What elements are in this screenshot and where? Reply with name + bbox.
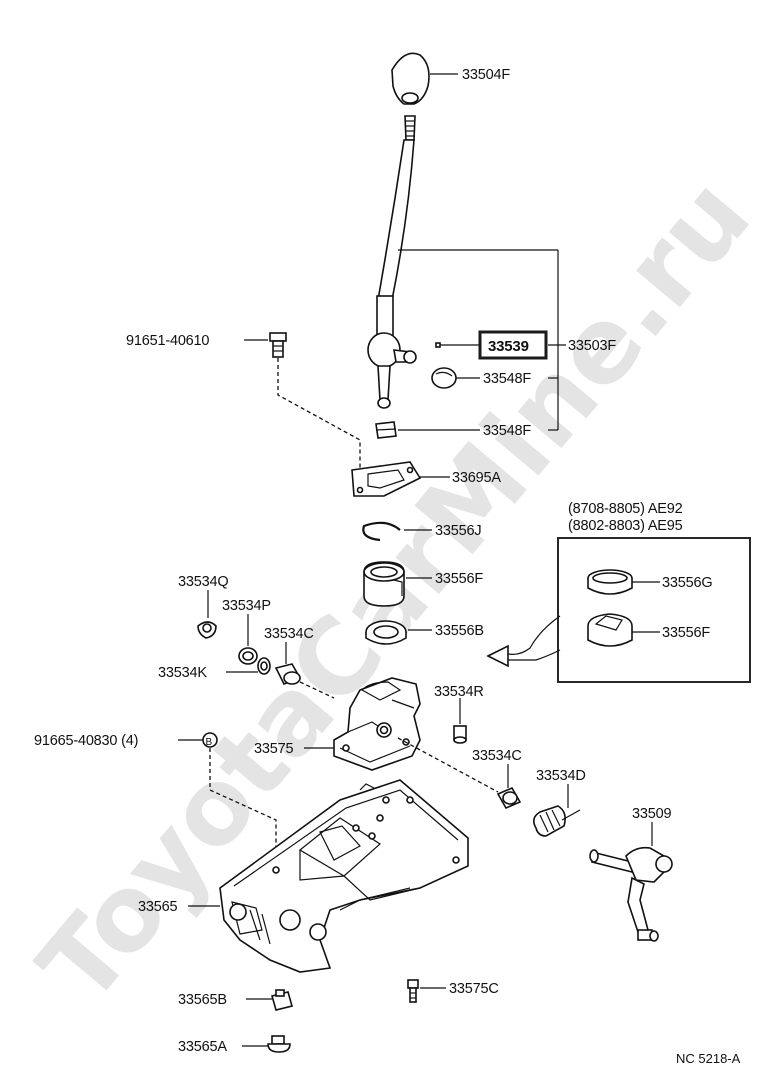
spring-33534D [532, 805, 581, 837]
highlight-box-33539 [478, 330, 548, 360]
label-33556J: 33556J [435, 523, 481, 539]
inset-note-line-2: (8802-8803) AE95 [568, 518, 683, 534]
label-33548F-upper: 33548F [483, 371, 531, 387]
pin-33534R [453, 725, 467, 744]
label-33565: 33565 [138, 899, 177, 915]
label-33575: 33575 [254, 741, 293, 757]
seat-33548F-lower [375, 421, 397, 439]
label-91651-40610: 91651-40610 [126, 333, 209, 349]
variant-inset-box [557, 537, 751, 683]
bushing-33534C-right [496, 786, 522, 810]
inset-note-line-1: (8708-8805) AE92 [568, 501, 683, 517]
shift-lever-33503F [367, 115, 417, 409]
bolt-marker-label: B [206, 737, 213, 748]
label-33534K: 33534K [158, 665, 207, 681]
label-33556G: 33556G [662, 575, 712, 591]
label-33534P: 33534P [222, 598, 271, 614]
label-33534Q: 33534Q [178, 574, 228, 590]
seat-33548F-upper [431, 367, 457, 389]
grommet-33565A [267, 1035, 291, 1053]
shift-arm-33509 [589, 846, 673, 942]
label-33695A: 33695A [452, 470, 501, 486]
screw-33575C [407, 979, 419, 1003]
ring-33556G [587, 569, 633, 595]
bolt-91651-40610 [269, 332, 287, 358]
bushing-33556F [363, 561, 405, 607]
retainer-plate-33695A [351, 461, 422, 497]
label-33534C-left: 33534C [264, 626, 314, 642]
label-33556B: 33556B [435, 623, 484, 639]
label-33539: 33539 [488, 338, 529, 355]
label-33556F: 33556F [435, 571, 483, 587]
label-33565B: 33565B [178, 992, 227, 1008]
nut-33565B [271, 989, 293, 1011]
seal-33556B [365, 620, 407, 645]
shift-knob-33504F [391, 52, 430, 105]
bushing-33534C-left [274, 663, 302, 686]
label-33565A: 33565A [178, 1039, 227, 1055]
label-33534D: 33534D [536, 768, 586, 784]
label-33556F-variant: 33556F [662, 625, 710, 641]
label-33534R: 33534R [434, 684, 484, 700]
snap-ring-33556J [362, 521, 401, 542]
washer-33534Q [197, 621, 217, 639]
label-33575C: 33575C [449, 981, 499, 997]
label-33504F: 33504F [462, 67, 510, 83]
label-33534C-right: 33534C [472, 748, 522, 764]
reference-code: NC 5218-A [676, 1051, 741, 1066]
bushing-33556F-variant [587, 613, 633, 647]
label-33509: 33509 [632, 806, 671, 822]
shift-bracket-33575 [333, 677, 421, 771]
label-33548F-lower: 33548F [483, 423, 531, 439]
label-91665-40830: 91665-40830 (4) [34, 733, 138, 749]
shifter-housing-33565 [219, 779, 469, 973]
washer-33534P [238, 647, 258, 665]
washer-33534K [257, 657, 271, 675]
label-33503F: 33503F [568, 338, 616, 354]
